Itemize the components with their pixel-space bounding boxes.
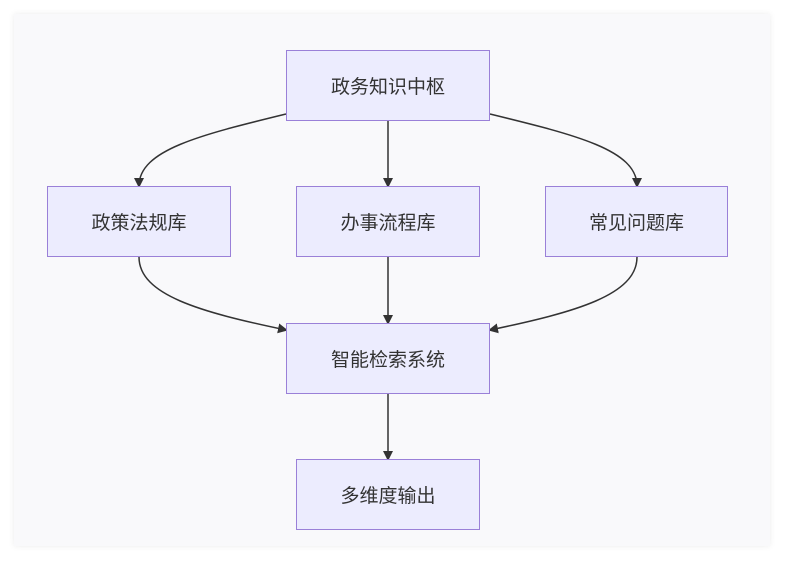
node-label: 政策法规库: [91, 212, 187, 234]
node-process-library: 办事流程库: [296, 186, 480, 257]
node-multi-output: 多维度输出: [296, 459, 480, 530]
node-label: 办事流程库: [340, 212, 436, 234]
node-faq-library: 常见问题库: [545, 186, 728, 257]
node-label: 常见问题库: [588, 212, 684, 234]
node-smart-search: 智能检索系统: [286, 323, 490, 394]
node-label: 政务知识中枢: [330, 76, 445, 98]
node-label: 多维度输出: [340, 485, 436, 507]
node-policy-library: 政策法规库: [47, 186, 231, 257]
node-label: 智能检索系统: [330, 349, 445, 371]
node-knowledge-hub: 政务知识中枢: [286, 50, 490, 121]
